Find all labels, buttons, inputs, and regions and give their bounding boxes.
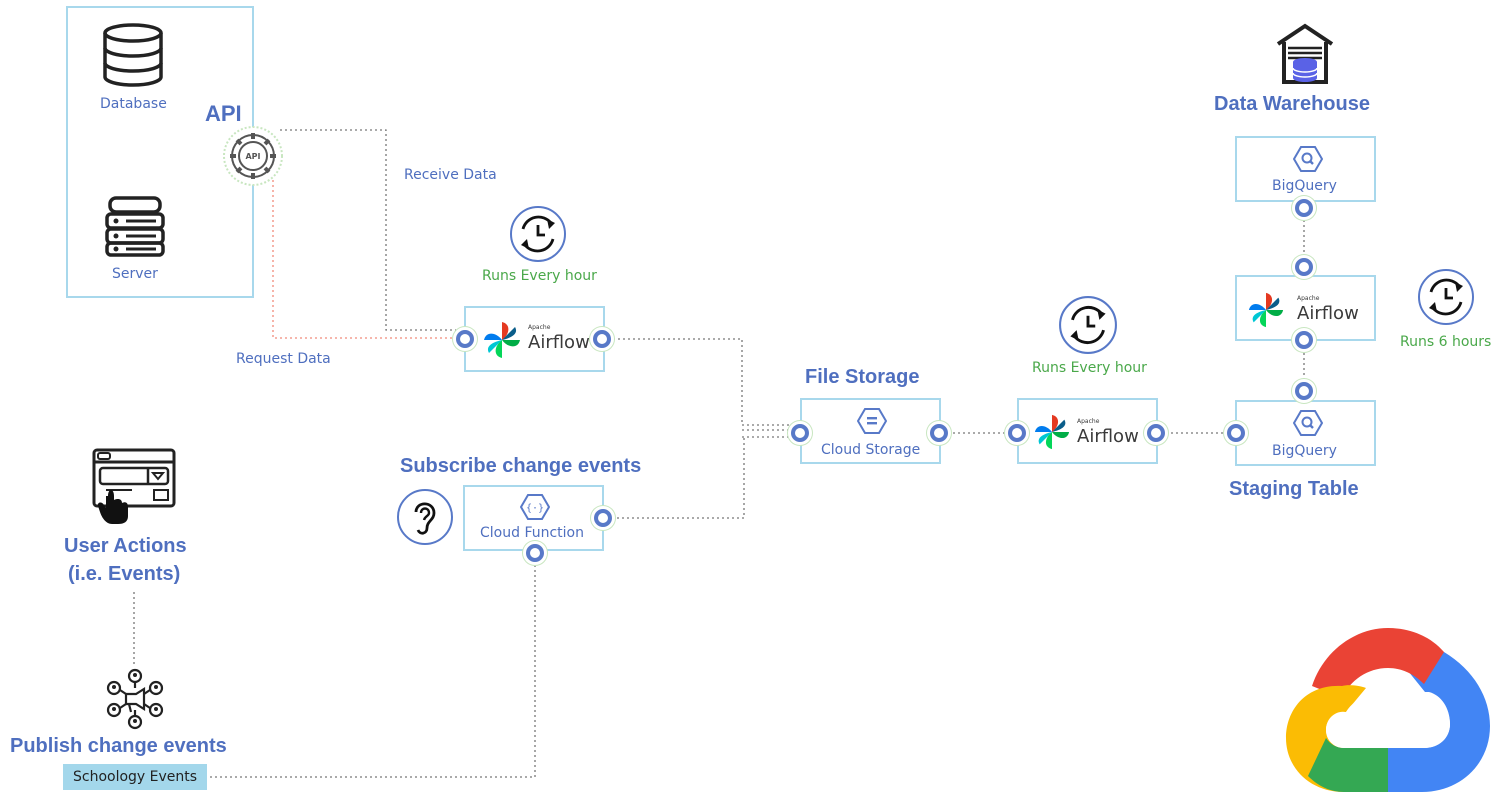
database-label: Database [100, 96, 167, 112]
schoology-events-tag[interactable]: Schoology Events [63, 764, 208, 790]
airflow-1-output-port[interactable] [593, 330, 611, 348]
airflow-3-top-port[interactable] [1295, 258, 1313, 276]
cloud-function-node[interactable]: {·} Cloud Function [463, 485, 604, 551]
bigquery-warehouse-label: BigQuery [1272, 178, 1337, 194]
bigquery-staging-label: BigQuery [1272, 443, 1337, 459]
cloud-storage-input-port[interactable] [791, 424, 809, 442]
staging-table-title: Staging Table [1229, 478, 1359, 500]
refresh-clock-icon [1058, 295, 1118, 360]
airflow-1-input-port[interactable] [456, 330, 474, 348]
airflow-apache-text: Apache [1077, 418, 1100, 425]
server-label: Server [112, 266, 158, 282]
airflow-apache-text: Apache [528, 324, 551, 331]
google-cloud-logo [1284, 626, 1492, 797]
api-icon-text: API [245, 152, 260, 161]
cloud-function-label: Cloud Function [480, 525, 584, 541]
airflow-node-hourly-1[interactable]: Apache Airflow [464, 306, 605, 372]
server-icon [104, 195, 166, 262]
database-icon [100, 22, 166, 93]
airflow-apache-text: Apache [1297, 295, 1320, 302]
bigquery-staging-node[interactable]: BigQuery [1235, 400, 1376, 466]
cloud-function-icon: {·} [520, 494, 550, 520]
airflow-node-6-hours[interactable]: Apache Airflow [1235, 275, 1376, 341]
receive-data-label: Receive Data [404, 167, 497, 183]
schedule-label-hourly-1: Runs Every hour [482, 268, 597, 284]
airflow-wordmark: Airflow [1297, 303, 1359, 324]
airflow-2-output-port[interactable] [1147, 424, 1165, 442]
cloud-storage-node[interactable]: Cloud Storage [800, 398, 941, 464]
cloud-storage-label: Cloud Storage [821, 442, 921, 458]
ear-icon [396, 488, 454, 551]
user-actions-title-line1: User Actions [64, 535, 187, 557]
schedule-label-hourly-2: Runs Every hour [1032, 360, 1147, 376]
refresh-clock-icon [509, 205, 567, 268]
browser-click-icon [92, 448, 178, 531]
refresh-clock-icon [1417, 268, 1475, 331]
cloud-function-output-port[interactable] [594, 509, 612, 527]
warehouse-icon [1274, 22, 1336, 89]
subscribe-title: Subscribe change events [400, 455, 642, 477]
svg-text:{·}: {·} [526, 503, 544, 514]
airflow-node-hourly-2[interactable]: Apache Airflow [1017, 398, 1158, 464]
publish-title: Publish change events [10, 735, 227, 757]
api-title: API [205, 101, 242, 126]
request-data-label: Request Data [236, 351, 331, 367]
data-warehouse-title: Data Warehouse [1214, 93, 1370, 115]
cloud-storage-icon [857, 408, 887, 434]
airflow-wordmark: Airflow [1077, 426, 1139, 447]
bigquery-icon [1293, 146, 1323, 172]
airflow-pinwheel-icon [1034, 414, 1070, 450]
staging-input-port[interactable] [1227, 424, 1245, 442]
schedule-label-6-hours: Runs 6 hours [1400, 334, 1492, 350]
airflow-wordmark: Airflow [528, 332, 590, 353]
user-actions-title-line2: (i.e. Events) [68, 563, 181, 585]
cloud-storage-output-port[interactable] [930, 424, 948, 442]
airflow-2-input-port[interactable] [1008, 424, 1026, 442]
api-gear-icon: API [222, 125, 284, 192]
airflow-3-bottom-port[interactable] [1295, 331, 1313, 349]
cloud-function-bottom-port[interactable] [526, 544, 544, 562]
airflow-pinwheel-icon [484, 322, 520, 358]
file-storage-title: File Storage [805, 366, 920, 388]
bigquery-warehouse-node[interactable]: BigQuery [1235, 136, 1376, 202]
airflow-pinwheel-icon [1248, 292, 1284, 328]
bigquery-icon [1293, 410, 1323, 436]
staging-top-port[interactable] [1295, 382, 1313, 400]
warehouse-bottom-port[interactable] [1295, 199, 1313, 217]
broadcast-network-icon [104, 668, 166, 735]
